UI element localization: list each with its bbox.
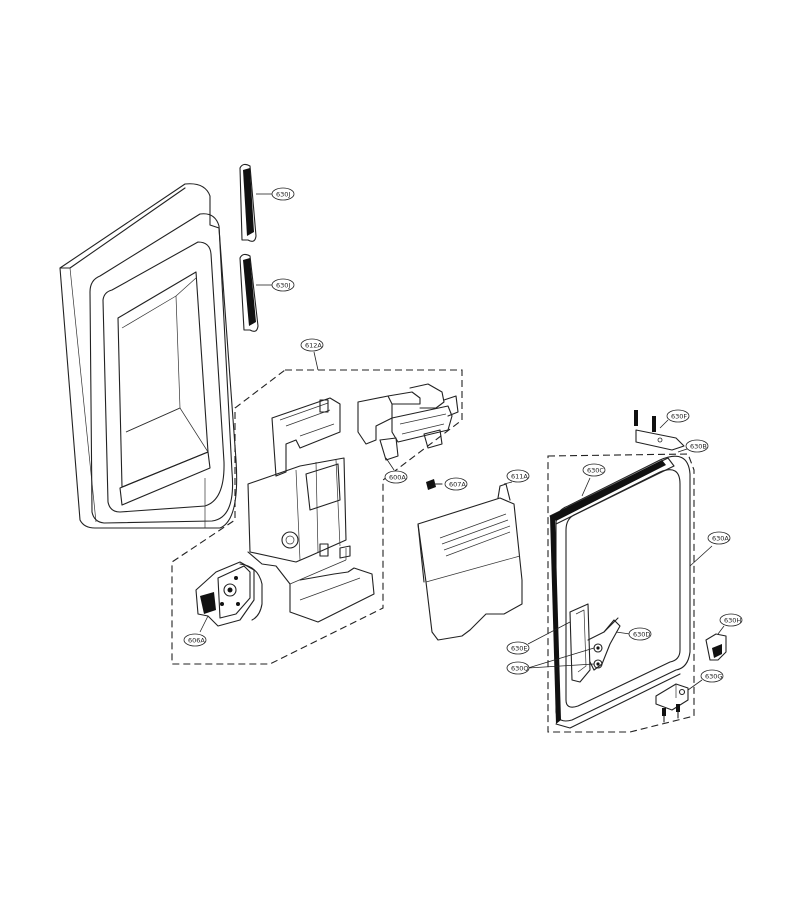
door-liner [59,183,238,529]
assembly-612A: 612A [171,338,463,665]
part-630B: 630B [677,439,709,453]
label-612A: 612A [305,342,322,350]
dispenser-door: 630C [549,455,691,729]
part-630J-top: 630J [239,163,295,242]
part-630F: 630F [634,409,690,451]
part-630G: 630G [655,669,724,723]
label-611A: 611A [511,473,528,481]
label-630F: 630F [671,413,687,421]
label-630J-top: 630J [276,191,290,199]
label-630H: 630H [724,617,741,625]
label-630E: 630E [511,645,528,653]
label-630C: 630C [587,467,604,475]
part-630A: 630A [689,531,731,567]
part-630H: 630H [705,613,743,661]
part-600A: 600A [357,383,459,484]
assembly-630 [547,453,695,733]
label-630Q: 630Q [511,665,529,673]
label-600A: 600A [389,474,406,482]
label-607A: 607A [449,481,466,489]
dispenser-housing [247,397,375,623]
label-630J-bottom: 630J [276,282,290,290]
part-607A: 607A [426,477,468,491]
label-630D: 630D [633,631,650,639]
part-606A: 606A [183,561,263,647]
part-630J-bottom: 630J [239,253,295,332]
label-630B: 630B [690,443,707,451]
label-630G: 630G [705,673,722,681]
label-630A: 630A [712,535,729,543]
part-611A: 611A [417,469,530,641]
label-606A: 606A [188,637,205,645]
part-630E-lever: 630E 630D 630Q [506,603,652,683]
